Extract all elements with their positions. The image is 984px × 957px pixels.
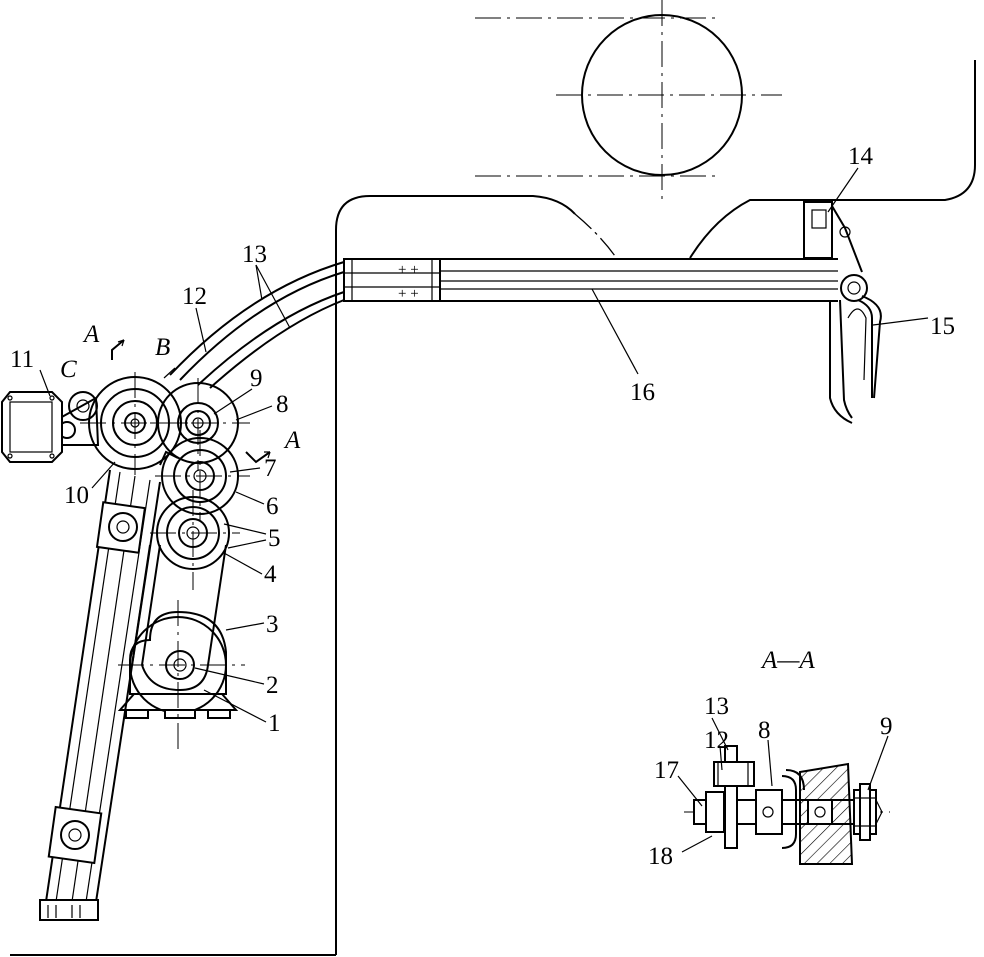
section-label-17: 17 xyxy=(654,757,679,784)
label-5: 5 xyxy=(268,525,281,552)
label-1: 1 xyxy=(268,710,281,737)
label-9: 9 xyxy=(250,365,263,392)
section-arrows xyxy=(111,339,271,464)
label-10: 10 xyxy=(64,482,89,509)
section-title: A—A xyxy=(760,647,816,674)
label-3: 3 xyxy=(266,611,279,638)
section-label-13: 13 xyxy=(704,693,729,720)
motor-11 xyxy=(0,391,63,463)
section-view-a-a: A—A 13 12 8 xyxy=(648,647,893,870)
gear-train xyxy=(58,372,250,590)
label-a-right: A xyxy=(283,427,301,454)
label-a-left: A xyxy=(82,321,100,348)
label-11: 11 xyxy=(10,346,34,373)
label-15: 15 xyxy=(930,313,955,340)
label-4: 4 xyxy=(264,561,277,588)
label-b: B xyxy=(155,334,170,361)
section-label-9: 9 xyxy=(880,713,893,740)
leader-lines xyxy=(39,167,929,723)
gripper-14-15 xyxy=(803,201,882,424)
label-6: 6 xyxy=(266,493,279,520)
svg-text:+ +: + + xyxy=(398,262,419,278)
motor-and-belt xyxy=(117,544,245,755)
upper-roller xyxy=(475,0,782,205)
svg-text:+ +: + + xyxy=(398,286,419,302)
part-labels: 11 C A B 12 13 9 8 A 7 6 5 4 3 2 1 10 14… xyxy=(10,143,955,737)
section-label-18: 18 xyxy=(648,843,673,870)
section-label-12: 12 xyxy=(704,727,729,754)
label-2: 2 xyxy=(266,672,279,699)
label-12: 12 xyxy=(182,283,207,310)
diagonal-column xyxy=(39,469,161,921)
machine-frame-outline xyxy=(10,60,976,956)
guide-arm-16: + + + + xyxy=(343,258,838,302)
curved-chute-12-13 xyxy=(163,261,345,389)
label-c: C xyxy=(60,356,77,383)
label-16: 16 xyxy=(630,379,655,406)
label-14: 14 xyxy=(848,143,874,170)
label-7: 7 xyxy=(264,455,277,482)
section-label-8: 8 xyxy=(758,717,771,744)
label-13: 13 xyxy=(242,241,267,268)
label-8: 8 xyxy=(276,391,289,418)
